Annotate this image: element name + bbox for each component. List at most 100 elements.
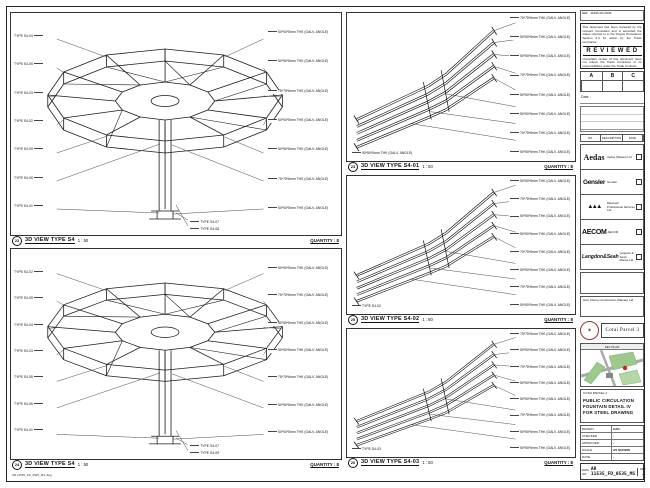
rev-value: - — [642, 470, 644, 476]
consultant-name: Aedas (Macau) Ltd. — [607, 154, 633, 159]
field-row: SCALE AS SHOWN — [581, 447, 643, 455]
document-ref: REF : 11535-FD-0535 — [580, 10, 644, 22]
view-scale: 1 : 50 — [77, 462, 89, 467]
revision-header: NO. DESCRIPTION DATE — [580, 134, 644, 143]
view-panel-s4-02: 50*50*5mm THK (GALV. ANGLE)75*75*6mm THK… — [346, 175, 576, 325]
fields-table: DRAWN CAD CHECKED - APPROVED - SCALE AS … — [580, 425, 644, 462]
view-box: 75*75*6mm THK (GALV. ANGLE)50*50*5mm THK… — [346, 328, 576, 458]
view-quantity: QUANTITY : 8 — [310, 238, 339, 243]
consultant-checkbox — [636, 179, 642, 186]
panel-title-row: 24 3D VIEW TYPE S4 1 : 50 QUANTITY : 8 — [10, 459, 342, 470]
drawing-title-line: PUBLIC CIRCULATION — [583, 397, 635, 403]
project-stamp: Cotai Parcel 3 — [601, 322, 644, 338]
view-title: 3D VIEW TYPE S4-03 — [361, 458, 420, 467]
view-box: 75*75*6mm THK (GALV. ANGLE)50*50*5mm THK… — [346, 12, 576, 162]
review-note-top: This document has been reviewed by the r… — [582, 24, 642, 44]
rev-cell: REV - — [637, 467, 646, 476]
field-value: - — [612, 455, 614, 460]
consultant-name: AECOM — [607, 229, 619, 234]
field-label: DRAWN — [581, 426, 612, 433]
view-panel-s4-03: 75*75*6mm THK (GALV. ANGLE)50*50*5mm THK… — [346, 328, 576, 468]
status-cell-c — [622, 81, 643, 92]
date-label: Date : — [581, 95, 591, 100]
contractor-stamp-box — [580, 272, 644, 295]
seal-row: Cotai Parcel 3 — [580, 319, 644, 341]
aedas-logo: Aedas — [583, 152, 605, 162]
field-value: - — [612, 434, 614, 439]
field-label: APPROVED — [581, 440, 612, 447]
status-cell-a — [581, 81, 602, 92]
detail-bubble: 25 — [348, 314, 358, 325]
canopy-drawing — [47, 273, 283, 451]
status-col-b: B — [601, 72, 623, 82]
canopy-drawing — [47, 38, 283, 227]
panel-title-row: 25 3D VIEW TYPE S4-02 1 : 50 QUANTITY : … — [346, 314, 576, 325]
consultant-name: Maunsell Professional Services Ltd. — [607, 201, 635, 213]
aecom-logo: AECOM — [582, 228, 607, 236]
field-label: SCALE — [581, 447, 612, 454]
consultant-gensler: Gensler Gensler — [581, 169, 643, 194]
contractor-name: Hsin Chong Construction (Macau) Ltd. — [580, 296, 644, 318]
rev-no-header: NO. — [581, 135, 601, 142]
status-cell-b — [601, 81, 623, 92]
site-map — [581, 350, 643, 387]
langdon-seah-logo: Langdon&Seah — [582, 254, 619, 261]
key-plan: KEY PLAN — [580, 343, 644, 388]
status-table: A B C — [580, 71, 644, 93]
rev-date-header: DATE — [623, 135, 643, 142]
drawing-title-line: FOUNTAIN DETAIL IV — [583, 403, 631, 409]
date-row: Date : — [580, 94, 644, 105]
consultant-checkbox — [636, 229, 642, 236]
consultant-list: Aedas Aedas (Macau) Ltd. Gensler Gensler… — [580, 144, 644, 271]
drawing-title-line: FOR STEEL DRAWING — [583, 409, 634, 415]
field-row: DRAWN CAD — [581, 426, 643, 434]
consultant-aedas: Aedas Aedas (Macau) Ltd. — [581, 145, 643, 169]
field-row: CHECKED - — [581, 433, 643, 441]
tube-assembly-drawing — [352, 21, 517, 153]
field-label: DATE — [581, 454, 612, 461]
view-box: 50*50*5mm THK (GALV. ANGLE)75*75*6mm THK… — [346, 175, 576, 315]
gensler-logo: Gensler — [582, 178, 606, 186]
view-scale: 1 : 50 — [77, 238, 89, 243]
view-quantity: QUANTITY : 8 — [310, 462, 339, 467]
key-plan-label: KEY PLAN — [581, 344, 643, 351]
panel-title-row: 22 3D VIEW TYPE S4 1 : 50 QUANTITY : 8 — [10, 235, 342, 246]
view-quantity: QUANTITY : 8 — [544, 164, 573, 169]
field-value: CAD — [612, 427, 620, 432]
panel-title-row: 26 3D VIEW TYPE S4-03 1 : 50 QUANTITY : … — [346, 457, 576, 468]
panel-title-row: 23 3D VIEW TYPE S4-01 1 : 50 QUANTITY : … — [346, 161, 576, 172]
consultant-maunsell: ▲▲▲ Maunsell Professional Services Ltd. — [581, 194, 643, 219]
revision-lines — [580, 106, 644, 133]
consultant-aecom: AECOM AECOM — [581, 219, 643, 244]
review-note-bottom: Consultant review of this document does … — [582, 56, 642, 69]
consultant-checkbox — [636, 204, 642, 211]
dwg-no-label: DWG NO. — [582, 467, 589, 476]
status-col-c: C — [622, 72, 643, 82]
detail-bubble: 23 — [348, 161, 358, 172]
detail-bubble: 26 — [348, 457, 358, 468]
tube-assembly-drawing — [352, 183, 517, 307]
dwg-number: AR 11535_FD_0535_MS — [590, 466, 636, 477]
field-row: DATE - — [581, 454, 643, 461]
field-value: - — [612, 441, 614, 446]
detail-bubble: 22 — [12, 235, 22, 246]
field-value: AS SHOWN — [612, 448, 630, 453]
rev-desc-header: DESCRIPTION — [601, 135, 624, 142]
detail-bubble: 24 — [12, 459, 22, 470]
review-stamp: This document has been reviewed by the r… — [580, 23, 644, 70]
status-col-a: A — [581, 72, 602, 82]
rev-label: REV — [640, 467, 646, 471]
view-scale: 1 : 50 — [422, 164, 433, 169]
consultant-langdon-seah: Langdon&Seah Langdon & Seah Macau Ltd. — [581, 244, 643, 269]
view-title: 3D VIEW TYPE S4 — [25, 460, 75, 469]
consultant-name: Langdon & Seah Macau Ltd. — [619, 251, 634, 263]
project-line: COTAI PARCEL 3 — [583, 391, 607, 396]
view-quantity: QUANTITY : 8 — [544, 460, 573, 465]
